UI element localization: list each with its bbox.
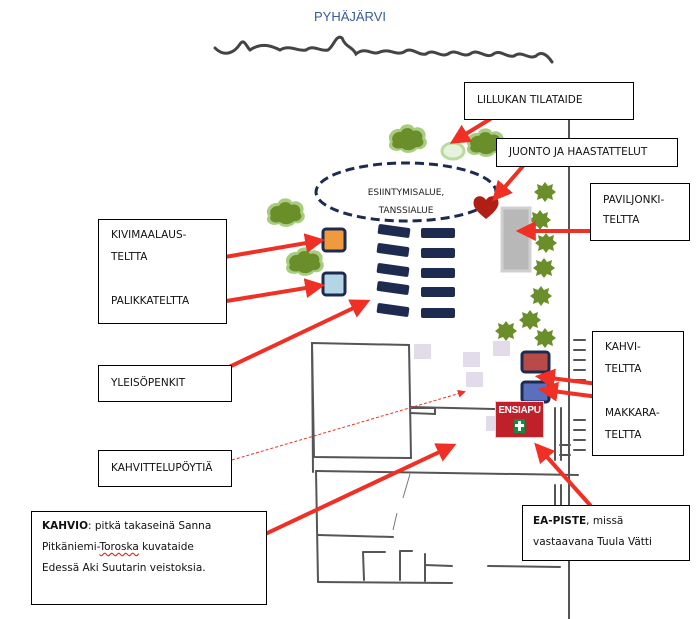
building-plan	[310, 119, 586, 619]
label-juonto-text: JUONTO JA HAASTATTELUT	[509, 146, 648, 158]
coffee-table	[463, 352, 480, 367]
lillukka-art-spot[interactable]	[440, 141, 466, 161]
label-kahvio-line2b: Toroska	[99, 541, 139, 553]
lake-title: PYHÄJÄRVI	[313, 9, 386, 24]
label-makkara-line1: MAKKARA-	[605, 407, 660, 419]
first-aid-cross-icon	[514, 419, 525, 433]
bench	[376, 303, 410, 317]
label-ea-piste-rest1: , missä	[586, 515, 624, 527]
coffee-table	[414, 344, 431, 359]
first-aid-sign[interactable]: ENSIAPU	[495, 401, 544, 438]
coffee-table	[493, 341, 510, 356]
bench	[376, 243, 410, 257]
label-palikka-text: PALIKKATELTTA	[111, 295, 190, 307]
stage-label: ESIINTYMISALUE, TANSSIALUE	[320, 184, 492, 220]
coffee-table	[466, 372, 483, 387]
label-ea-piste: EA-PISTE, missä vastaavana Tuula Vätti	[522, 505, 690, 561]
label-ea-piste-bold: EA-PISTE	[533, 515, 587, 527]
label-kahvio-bold: KAHVIO	[42, 520, 89, 532]
stage-label-line1: ESIINTYMISALUE,	[367, 188, 445, 198]
bench	[377, 224, 411, 238]
label-kahvittelupoytia-text: KAHVITTELUPÖYTIÄ	[111, 462, 213, 474]
heart-icon[interactable]	[473, 196, 499, 219]
label-kivimaalaus-line1: KIVIMAALAUS-	[111, 229, 187, 241]
palikka-tent[interactable]	[321, 271, 347, 297]
label-paviljonki-line1: PAVILJONKI-	[603, 194, 665, 206]
label-kahvio-rest1: : pitkä takaseinä Sanna	[88, 520, 212, 532]
bench	[421, 308, 455, 318]
building-plan-dashes	[392, 473, 411, 531]
label-lillukka-text: LILLUKAN TILATAIDE	[477, 94, 583, 106]
label-lillukka: LILLUKAN TILATAIDE	[464, 82, 634, 120]
bench	[376, 263, 410, 277]
label-ea-piste-line2: vastaavana Tuula Vätti	[533, 536, 652, 548]
label-kahvio: KAHVIO: pitkä takaseinä Sanna Pitkäniemi…	[31, 511, 267, 605]
bench	[421, 248, 455, 258]
label-kahvi-line2: TELTTA	[605, 363, 642, 375]
label-kahvio-line1: KAHVIO: pitkä takaseinä Sanna	[42, 516, 256, 537]
arrow-yleisopenkit	[206, 299, 371, 379]
pointer-arrows	[188, 111, 608, 546]
label-yleisopenkit-text: YLEISÖPENKIT	[111, 377, 186, 389]
label-juonto: JUONTO JA HAASTATTELUT	[496, 138, 678, 167]
label-ea-piste-line1: EA-PISTE, missä	[533, 511, 679, 532]
label-paviljonki: PAVILJONKI- TELTTA	[590, 183, 690, 241]
label-paviljonki-line2: TELTTA	[603, 214, 640, 226]
bench	[421, 287, 455, 297]
label-kahvi-makkara: KAHVI- TELTTA MAKKARA- TELTTA	[592, 331, 684, 456]
label-kahvi-line1: KAHVI-	[605, 341, 641, 353]
spacer	[605, 380, 671, 402]
label-kahvio-line3: Edessä Aki Suutarin veistoksia.	[42, 562, 206, 574]
bench	[376, 281, 410, 295]
bench	[421, 268, 455, 278]
label-kivimaalaus-palikka: KIVIMAALAUS- TELTTA PALIKKATELTTA	[98, 219, 227, 324]
arrow-kahvittelupoytia	[231, 389, 466, 461]
kivimaalaus-tent[interactable]	[321, 227, 347, 253]
spacer	[111, 268, 214, 290]
label-makkara-line2: TELTTA	[605, 429, 642, 441]
stage-label-line2: TANSSIALUE	[378, 206, 434, 216]
audience-benches[interactable]	[376, 224, 455, 318]
label-kahvio-line2a: Pitkäniemi-	[42, 541, 100, 553]
bench	[421, 228, 455, 238]
label-kahvittelupoytia: KAHVITTELUPÖYTIÄ	[98, 450, 232, 487]
first-aid-sign-text: ENSIAPU	[498, 405, 541, 416]
pavilion-tent[interactable]	[500, 206, 532, 273]
arrow-ea-piste	[534, 442, 592, 507]
arrow-kahvio	[242, 443, 457, 546]
label-kahvio-line2: Pitkäniemi-Toroska kuvataide	[42, 537, 256, 558]
label-yleisopenkit: YLEISÖPENKIT	[98, 365, 232, 402]
label-kahvio-line2c: kuvataide	[138, 541, 194, 553]
label-kivimaalaus-line2: TELTTA	[111, 251, 148, 263]
kahvi-tent[interactable]	[520, 350, 551, 374]
lake-shoreline	[213, 35, 554, 64]
